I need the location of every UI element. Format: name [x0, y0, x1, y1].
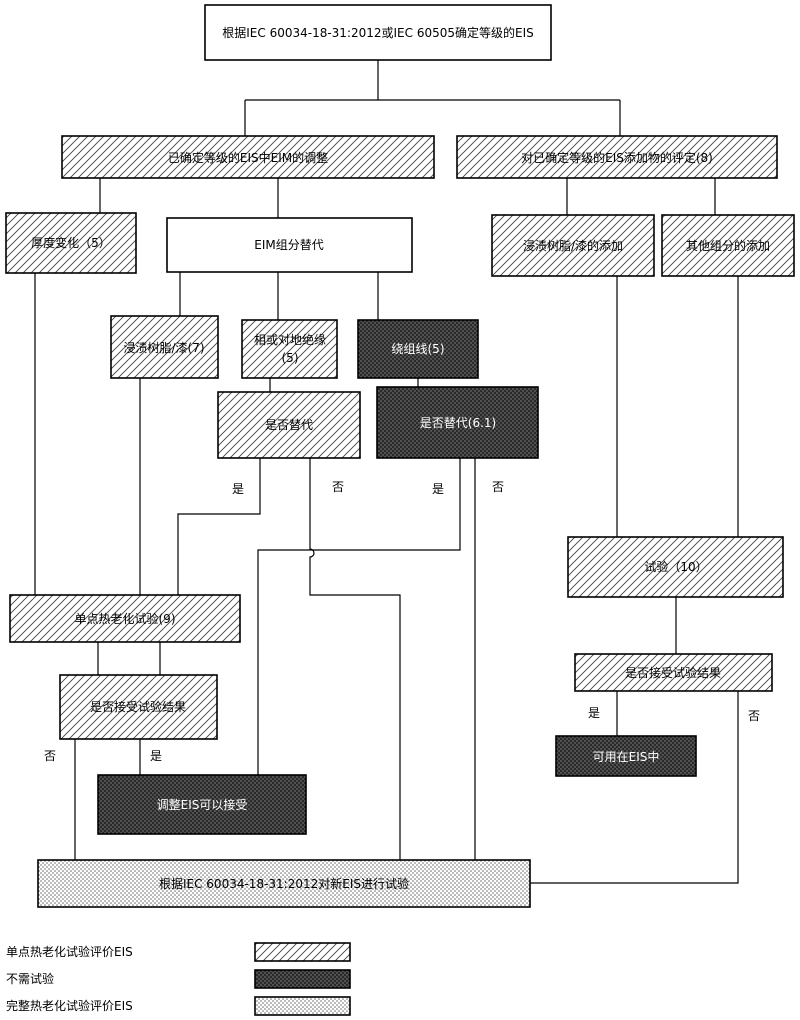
- node-substitution-q2: 是否替代(6.1): [376, 386, 539, 459]
- edge-label-yes-q2: 是: [432, 482, 444, 496]
- svg-text:完整热老化试验评价EIS: 完整热老化试验评价EIS: [6, 998, 133, 1013]
- edge-label-no-q1: 否: [332, 480, 344, 494]
- node-full-test: 根据IEC 60034-18-31:2012对新EIS进行试验: [37, 859, 531, 908]
- svg-text:(5): (5): [282, 351, 299, 365]
- edge-label-yes-q1: 是: [232, 482, 244, 496]
- node-other-addition: 其他组分的添加: [661, 214, 795, 277]
- svg-text:是否接受试验结果: 是否接受试验结果: [625, 665, 721, 680]
- edge-label-no-q2: 否: [492, 480, 504, 494]
- edge-label-yes-right: 是: [588, 706, 600, 720]
- node-winding-wire: 绕组线(5): [357, 319, 479, 379]
- svg-text:是否接受试验结果: 是否接受试验结果: [90, 699, 186, 714]
- node-usable: 可用在EIS中: [555, 735, 697, 777]
- edge-label-yes-left: 是: [150, 749, 162, 763]
- edge-labels: 是 否 是 否 否 是 是 否: [44, 480, 760, 763]
- svg-text:根据IEC 60034-18-31:2012对新EIS进行试: 根据IEC 60034-18-31:2012对新EIS进行试验: [159, 876, 409, 891]
- connectors: [34, 60, 739, 884]
- node-phase-ground: 相或对地绝缘 (5): [241, 319, 338, 379]
- node-single-point-test: 单点热老化试验(9): [9, 594, 241, 643]
- svg-text:浸渍树脂/漆(7): 浸渍树脂/漆(7): [123, 340, 204, 355]
- node-adjusted-ok: 调整EIS可以接受: [97, 774, 307, 835]
- legend-item-dark: 不需试验: [6, 969, 351, 989]
- svg-text:调整EIS可以接受: 调整EIS可以接受: [157, 797, 248, 812]
- svg-text:绕组线(5): 绕组线(5): [392, 342, 445, 356]
- node-root: 根据IEC 60034-18-31:2012或IEC 60505确定等级的EIS: [204, 4, 552, 61]
- legend: 单点热老化试验评价EIS 不需试验 完整热老化试验评价EIS: [6, 942, 351, 1016]
- node-resin-addition: 浸渍树脂/漆的添加: [491, 214, 655, 277]
- legend-item-dots: 完整热老化试验评价EIS: [6, 996, 351, 1016]
- svg-text:是否替代: 是否替代: [265, 418, 313, 432]
- node-eval-additions: 对已确定等级的EIS添加物的评定(8): [456, 135, 778, 179]
- svg-text:单点热老化试验评价EIS: 单点热老化试验评价EIS: [6, 944, 133, 959]
- legend-item-hatch: 单点热老化试验评价EIS: [6, 942, 351, 962]
- svg-text:已确定等级的EIS中EIM的调整: 已确定等级的EIS中EIM的调整: [168, 150, 328, 165]
- svg-text:浸渍树脂/漆的添加: 浸渍树脂/漆的添加: [523, 238, 623, 253]
- legend-swatch-dots: [254, 996, 351, 1016]
- node-adjust-eim: 已确定等级的EIS中EIM的调整: [61, 135, 435, 179]
- svg-text:EIM组分替代: EIM组分替代: [254, 238, 323, 252]
- svg-text:对已确定等级的EIS添加物的评定(8): 对已确定等级的EIS添加物的评定(8): [521, 150, 713, 165]
- node-resin-varnish: 浸渍树脂/漆(7): [110, 315, 219, 379]
- svg-text:试验（10）: 试验（10）: [644, 559, 707, 574]
- legend-swatch-dark: [254, 969, 351, 989]
- edge-label-no-right: 否: [748, 709, 760, 723]
- svg-text:根据IEC 60034-18-31:2012或IEC 605: 根据IEC 60034-18-31:2012或IEC 60505确定等级的EIS: [222, 25, 534, 40]
- svg-text:相或对地绝缘: 相或对地绝缘: [254, 332, 326, 347]
- svg-text:厚度变化（5）: 厚度变化（5）: [31, 235, 111, 250]
- node-test: 试验（10）: [567, 536, 784, 598]
- node-thickness-change: 厚度变化（5）: [5, 212, 137, 274]
- svg-text:可用在EIS中: 可用在EIS中: [593, 749, 660, 764]
- node-eim-substitution: EIM组分替代: [166, 217, 413, 273]
- svg-text:其他组分的添加: 其他组分的添加: [686, 238, 770, 253]
- node-substitution-q1: 是否替代: [217, 391, 361, 459]
- svg-text:不需试验: 不需试验: [6, 971, 54, 986]
- legend-swatch-hatch: [254, 942, 351, 962]
- svg-text:单点热老化试验(9): 单点热老化试验(9): [75, 611, 176, 626]
- node-accept-q-right: 是否接受试验结果: [574, 653, 773, 692]
- edge-label-no-left: 否: [44, 749, 56, 763]
- node-accept-q-left: 是否接受试验结果: [59, 674, 218, 740]
- svg-text:是否替代(6.1): 是否替代(6.1): [420, 416, 496, 430]
